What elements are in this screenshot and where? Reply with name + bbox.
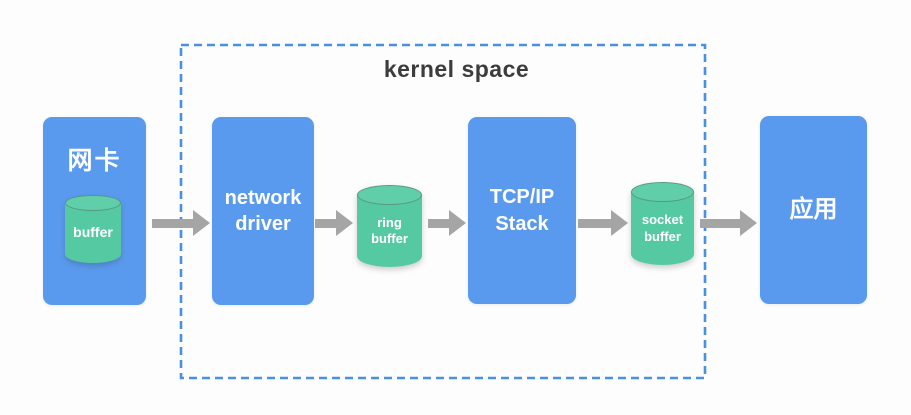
cylinder-body: buffer [65,203,121,263]
nic-buffer-label: buffer [73,224,113,241]
cylinder-top-ellipse [65,195,121,211]
node-nic: 网卡 buffer [43,117,146,305]
node-tcpip-stack: TCP/IP Stack [468,117,576,304]
tcpip-stack-label: TCP/IP Stack [468,117,576,304]
flow-arrow-socketbuffer-to-app [700,210,757,236]
network-driver-line1: network [224,186,302,209]
arrow-shaft [315,218,336,228]
flow-arrow-nic-to-driver [152,210,210,236]
socket-buffer-line2: buffer [644,228,681,244]
cylinder-top-ellipse [631,182,694,202]
network-driver-line2: driver [235,213,291,235]
arrow-head-icon [740,210,757,236]
arrow-shaft [578,218,611,228]
arrow-head-icon [193,210,210,236]
socket-buffer-label: socket buffer [631,192,694,265]
kernel-space-title: kernel space [383,56,530,82]
application-label-text: 应用 [789,196,838,224]
socket-buffer-line1: socket [641,212,684,228]
application-label: 应用 [760,116,867,304]
node-network-driver: network driver [212,117,314,305]
tcpip-stack-line2: Stack [495,212,549,235]
nic-buffer-cylinder: buffer [65,195,121,263]
ring-buffer-line2: buffer [371,231,408,246]
network-driver-label: network driver [212,117,314,305]
flow-arrow-driver-to-ringbuffer [315,210,353,236]
ring-buffer-label: ring buffer [357,195,422,267]
arrow-head-icon [336,210,353,236]
cylinder-top-ellipse [357,185,422,205]
node-application: 应用 [760,116,867,304]
arrow-shaft [700,218,740,228]
socket-buffer-cylinder: socket buffer [631,182,694,265]
arrow-shaft [428,218,449,228]
arrow-head-icon [611,210,628,236]
ring-buffer-line1: ring [377,214,402,230]
tcpip-stack-line1: TCP/IP [489,186,555,209]
ring-buffer-cylinder: ring buffer [357,185,422,267]
arrow-shaft [152,218,193,228]
nic-label: 网卡 [67,147,122,175]
arrow-head-icon [449,210,466,236]
flow-arrow-stack-to-socketbuffer [578,210,628,236]
flow-arrow-ringbuffer-to-stack [428,210,466,236]
